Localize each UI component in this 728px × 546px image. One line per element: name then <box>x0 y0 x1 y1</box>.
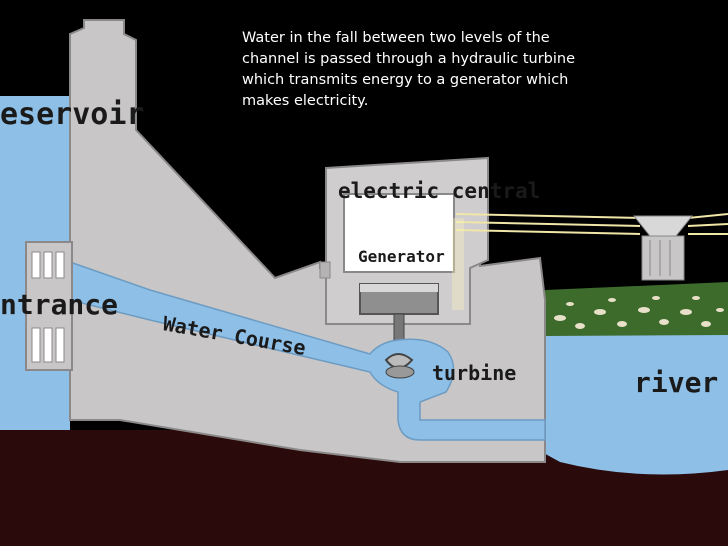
grass-bank <box>545 282 728 336</box>
caption-text: Water in the fall between two levels of … <box>242 30 576 109</box>
label-turbine: turbine <box>432 361 516 385</box>
transformer-tower <box>632 215 694 281</box>
water-course <box>69 260 546 441</box>
generator-room <box>343 193 455 273</box>
label-entrance: ntrance <box>0 288 118 321</box>
label-generator: Generator <box>358 247 445 266</box>
stones <box>554 296 724 329</box>
turbine-base <box>385 365 415 379</box>
label-reservoir: eservoir <box>0 97 145 132</box>
entrance-grate <box>25 241 73 371</box>
generator-top <box>360 284 438 292</box>
small-window <box>319 261 331 279</box>
power-lines <box>455 213 728 235</box>
river-water <box>520 300 728 475</box>
label-river: river <box>634 366 718 399</box>
label-electric-central: electric central <box>338 179 540 203</box>
power-glow <box>452 218 464 310</box>
